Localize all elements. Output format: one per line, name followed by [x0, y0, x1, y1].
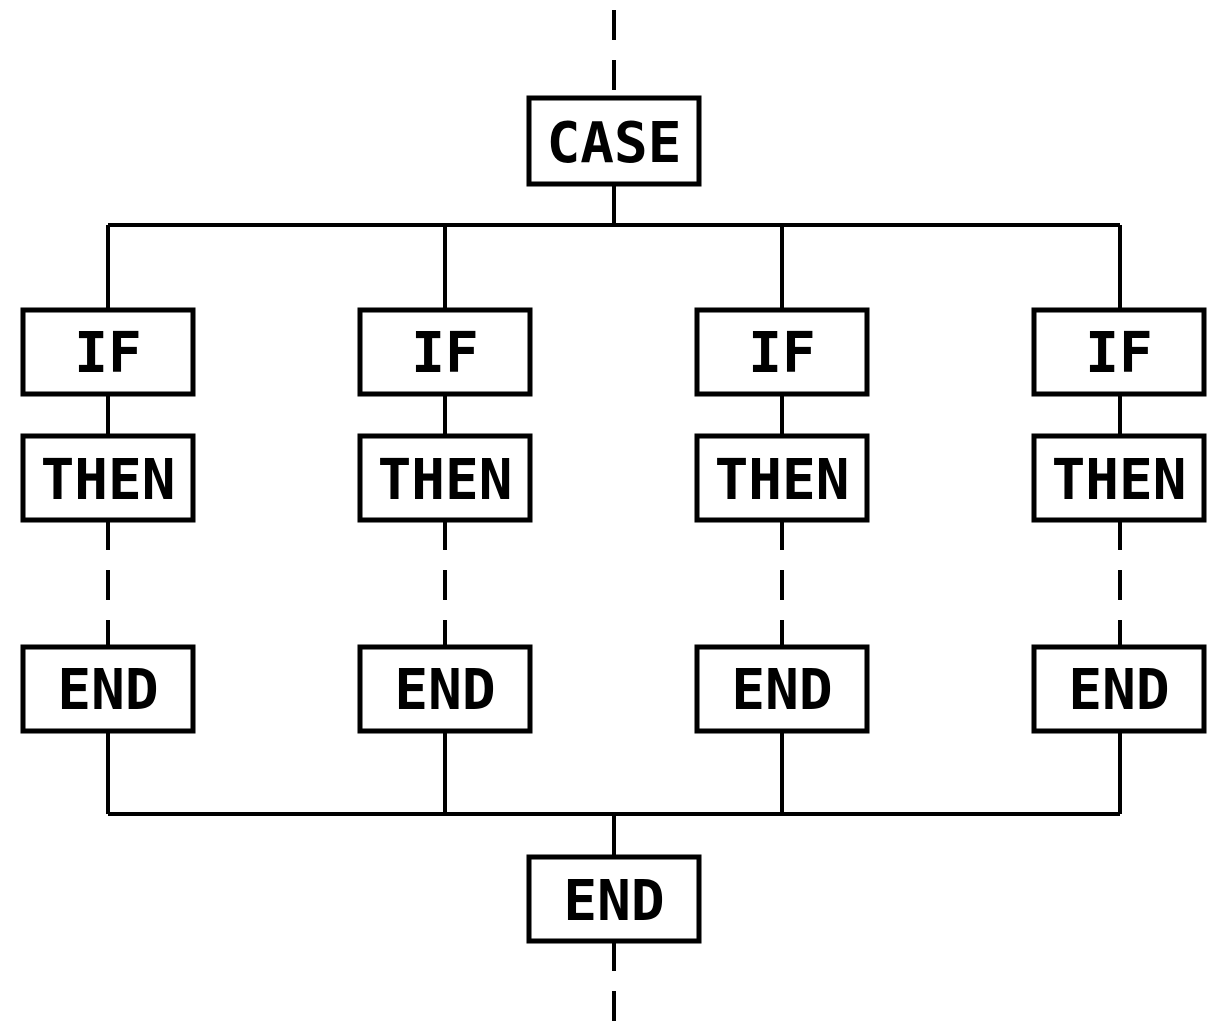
then-label: THEN: [1052, 448, 1187, 513]
branch-4: IF THEN END: [1031, 225, 1207, 814]
if-label: IF: [411, 321, 478, 386]
branch-end-box: END: [357, 644, 533, 734]
if-label: IF: [748, 321, 815, 386]
if-box: IF: [357, 307, 533, 397]
if-box: IF: [1031, 307, 1207, 397]
branch-2: IF THEN END: [357, 225, 533, 814]
final-end-label: END: [563, 869, 664, 934]
then-label: THEN: [378, 448, 513, 513]
then-box: THEN: [20, 433, 196, 523]
then-label: THEN: [41, 448, 176, 513]
branch-end-box: END: [20, 644, 196, 734]
branch-end-box: END: [1031, 644, 1207, 734]
branch-end-label: END: [731, 658, 832, 723]
branch-1: IF THEN END: [20, 225, 196, 814]
branch-end-label: END: [1068, 658, 1169, 723]
then-box: THEN: [694, 433, 870, 523]
branch-end-box: END: [694, 644, 870, 734]
then-box: THEN: [357, 433, 533, 523]
if-label: IF: [1085, 321, 1152, 386]
if-label: IF: [74, 321, 141, 386]
branch-3: IF THEN END: [694, 225, 870, 814]
case-label: CASE: [547, 111, 682, 176]
case-box: CASE: [526, 95, 702, 187]
branch-end-label: END: [57, 658, 158, 723]
if-box: IF: [20, 307, 196, 397]
then-box: THEN: [1031, 433, 1207, 523]
branch-end-label: END: [394, 658, 495, 723]
final-end-box: END: [526, 854, 702, 944]
if-box: IF: [694, 307, 870, 397]
then-label: THEN: [715, 448, 850, 513]
